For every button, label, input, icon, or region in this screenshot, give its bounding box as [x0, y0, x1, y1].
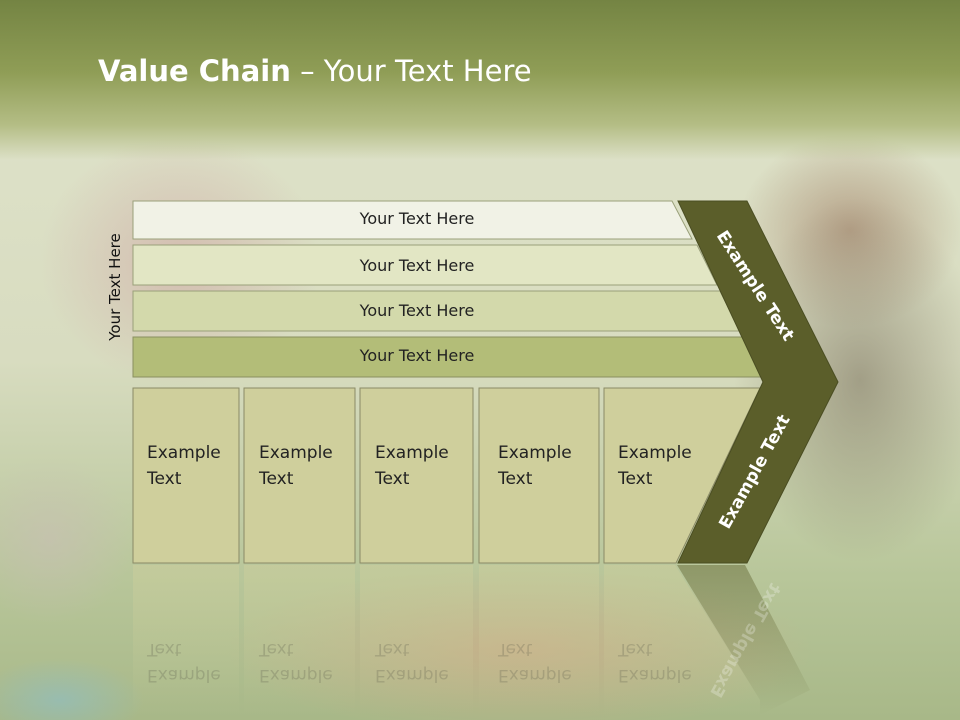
row-bar-1	[132, 200, 693, 240]
activity-box-4	[478, 387, 600, 564]
box-label-line: Text	[259, 639, 294, 659]
box-reflection	[479, 565, 599, 715]
box-label-line: Example	[618, 443, 692, 463]
box-label-line: Text	[375, 469, 410, 489]
box-label-line: Text	[618, 469, 653, 489]
activity-box-2	[243, 387, 356, 564]
box-reflection	[133, 565, 239, 715]
box-label-reflection: Example Text	[147, 636, 221, 688]
value-chevron	[677, 200, 839, 564]
box-label-reflection: Example Text	[259, 636, 333, 688]
title-rest-part: – Your Text Here	[290, 54, 532, 88]
box-label-line: Example	[375, 443, 449, 463]
activity-box-5	[603, 387, 761, 564]
row-label-4: Your Text Here	[359, 346, 475, 365]
box-label-line: Example	[375, 665, 449, 685]
slide-title: Value Chain – Your Text Here	[98, 54, 532, 88]
box-label-line: Example	[147, 443, 221, 463]
box-label-line: Text	[618, 639, 653, 659]
title-bold-part: Value Chain	[98, 54, 291, 88]
box-label-line: Example	[259, 443, 333, 463]
box-label-line: Example	[618, 665, 692, 685]
row-label-1: Your Text Here	[359, 209, 475, 228]
box-reflection	[604, 565, 760, 715]
box-label-line: Text	[147, 639, 182, 659]
activity-box-1	[132, 387, 240, 564]
box-label-line: Text	[259, 469, 294, 489]
box-label-reflection: Example Text	[498, 636, 572, 688]
row-label-3: Your Text Here	[359, 301, 475, 320]
box-label-line: Example	[498, 665, 572, 685]
header-band	[0, 0, 960, 160]
box-reflection	[244, 565, 355, 715]
box-label-line: Text	[498, 469, 533, 489]
box-label-line: Example	[259, 665, 333, 685]
row-label-2: Your Text Here	[359, 256, 475, 275]
box-label-reflection: Example Text	[618, 636, 692, 688]
box-label-line: Text	[498, 639, 533, 659]
box-label-line: Example	[498, 443, 572, 463]
activity-box-3	[359, 387, 474, 564]
box-label-line: Text	[147, 469, 182, 489]
box-reflection	[360, 565, 473, 715]
box-label-line: Text	[375, 639, 410, 659]
box-label-line: Example	[147, 665, 221, 685]
chevron-reflection	[677, 565, 810, 715]
reflection-group	[133, 565, 810, 715]
box-label-reflection: Example Text	[375, 636, 449, 688]
